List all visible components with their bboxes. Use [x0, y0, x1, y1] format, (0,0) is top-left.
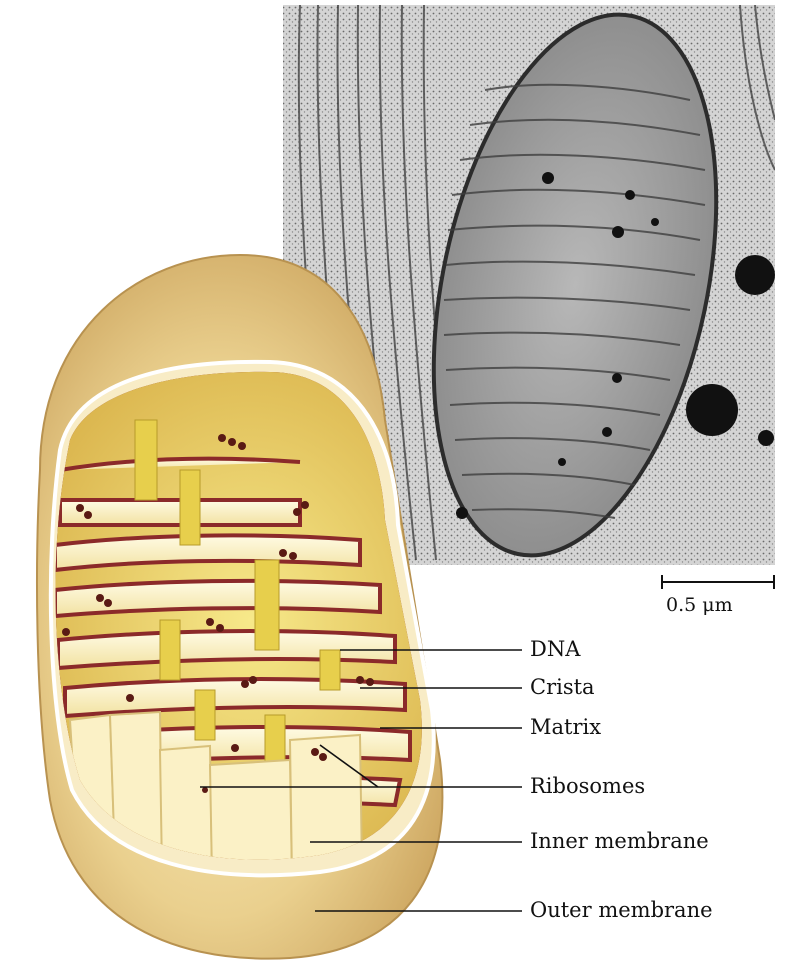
- scale-bar: [662, 575, 774, 589]
- label-ribosomes: Ribosomes: [530, 774, 645, 798]
- label-inner-membrane: Inner membrane: [530, 829, 709, 853]
- label-dna: DNA: [530, 637, 580, 661]
- label-matrix: Matrix: [530, 715, 601, 739]
- label-crista: Crista: [530, 675, 595, 699]
- scale-bar-label: 0.5 μm: [666, 594, 733, 616]
- label-outer-membrane: Outer membrane: [530, 898, 713, 922]
